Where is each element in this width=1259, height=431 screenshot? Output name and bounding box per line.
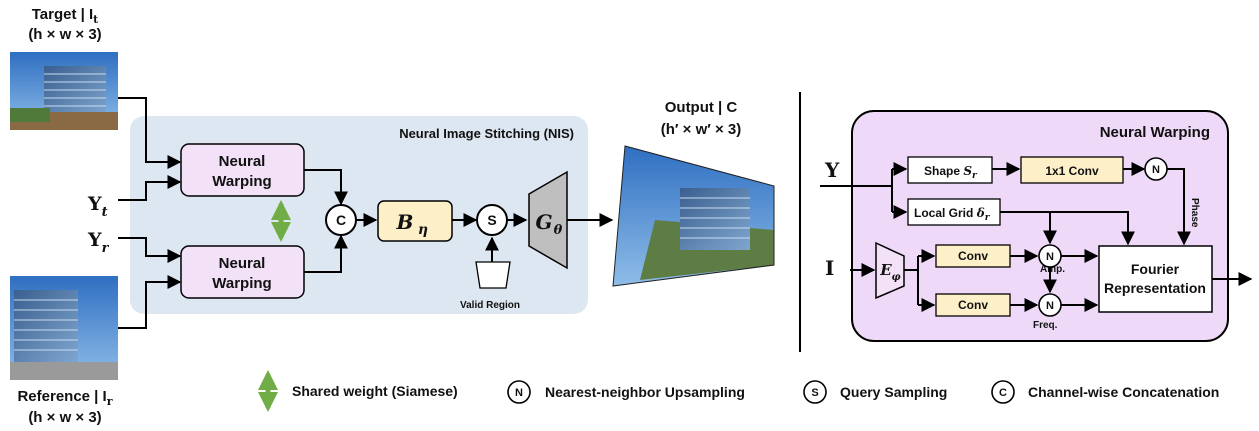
n-node-phase: N — [1144, 157, 1168, 181]
neural-warping-top: Neural Warping — [180, 143, 305, 197]
svg-text:S: S — [811, 387, 818, 399]
svg-text:Fourier: Fourier — [1131, 261, 1180, 277]
phase-arrow — [1167, 168, 1191, 246]
legend-s-label: Query Sampling — [840, 384, 947, 400]
svg-text:Representation: Representation — [1104, 280, 1206, 296]
local-grid-label: Local Grid δr — [914, 206, 991, 223]
legend-c-symbol: C — [991, 380, 1015, 404]
shape-sr-label: Shape Sr — [924, 164, 978, 181]
svg-text:N: N — [1152, 164, 1160, 176]
conv-1x1-box: 1x1 Conv — [1020, 156, 1124, 184]
svg-text:θ: θ — [554, 223, 563, 238]
target-label: Target | It — [32, 6, 99, 26]
reference-label: Reference | Ir — [17, 388, 112, 408]
target-input: Target | It (h × w × 3) — [10, 6, 118, 130]
valid-region-label: Valid Region — [460, 300, 520, 311]
encoder-branch-lines — [904, 249, 936, 312]
local-grid-box: Local Grid δr — [907, 198, 1001, 226]
svg-text:φ: φ — [891, 272, 900, 283]
reference-input: Reference | Ir (h × w × 3) — [10, 276, 118, 426]
reference-image — [10, 276, 118, 380]
output-label: Output | C — [665, 99, 738, 116]
freq-label: Freq. — [1033, 320, 1058, 331]
svg-text:G: G — [535, 210, 552, 234]
warp-bottom-to-concat — [304, 234, 348, 273]
y-r-label: Yr — [87, 229, 110, 256]
svg-text:Warping: Warping — [212, 275, 271, 292]
legend-shared-label: Shared weight (Siamese) — [292, 383, 458, 399]
query-sampling-node: S — [476, 204, 508, 236]
valid-region-shape — [475, 261, 511, 289]
legend-n-symbol: N — [507, 380, 531, 404]
detail-y-label: Y — [824, 158, 840, 182]
reference-dims: (h × w × 3) — [28, 409, 101, 426]
svg-text:Warping: Warping — [212, 173, 271, 190]
svg-text:1x1 Conv: 1x1 Conv — [1045, 164, 1099, 178]
phase-label: Phase — [1189, 198, 1200, 228]
generator-g-theta: G θ — [528, 170, 568, 270]
target-dims: (h × w × 3) — [28, 26, 101, 43]
local-grid-branch-lines — [1000, 211, 1135, 246]
conv-amp-box: Conv — [935, 244, 1011, 268]
encoder-e-phi: E φ — [875, 241, 905, 300]
svg-text:Conv: Conv — [958, 298, 988, 312]
blender-b-eta: B η — [377, 200, 453, 242]
svg-text:C: C — [336, 212, 346, 228]
concat-node: C — [325, 204, 357, 236]
legend-s-symbol: S — [803, 380, 827, 404]
legend-c-label: Channel-wise Concatenation — [1028, 384, 1219, 400]
svg-text:B: B — [396, 210, 414, 234]
output-dims: (h′ × w′ × 3) — [661, 121, 742, 138]
y-branch-lines — [820, 162, 908, 219]
n-amp-connections — [1043, 249, 1099, 294]
nis-title: Neural Image Stitching (NIS) — [399, 126, 574, 141]
n-node-amp: N — [1038, 244, 1062, 268]
svg-text:C: C — [999, 387, 1007, 399]
svg-text:Neural: Neural — [219, 255, 266, 272]
svg-text:N: N — [1046, 300, 1054, 312]
svg-text:N: N — [1046, 251, 1054, 263]
legend-n-label: Nearest-neighbor Upsampling — [545, 384, 745, 400]
conv-freq-box: Conv — [935, 293, 1011, 317]
legend: Shared weight (Siamese) N Nearest-neighb… — [258, 370, 1219, 412]
amp-label: Amp. — [1040, 264, 1065, 275]
svg-text:N: N — [515, 387, 523, 399]
warp-top-to-concat — [304, 169, 348, 206]
target-image — [10, 52, 118, 130]
n-node-freq: N — [1038, 293, 1062, 317]
fourier-representation-box: Fourier Representation — [1098, 245, 1213, 313]
svg-text:η: η — [418, 222, 428, 238]
svg-text:S: S — [487, 212, 496, 228]
neural-warping-bottom: Neural Warping — [180, 245, 305, 299]
shape-sr-box: Shape Sr — [907, 156, 993, 184]
svg-text:Conv: Conv — [958, 249, 988, 263]
input-arrows — [118, 97, 182, 329]
svg-text:E: E — [879, 261, 892, 279]
svg-text:Neural: Neural — [219, 153, 266, 170]
output-image — [612, 145, 775, 287]
detail-i-label: I — [825, 256, 834, 280]
y-t-label: Yt — [87, 193, 108, 220]
neural-warping-detail-title: Neural Warping — [1100, 124, 1210, 141]
